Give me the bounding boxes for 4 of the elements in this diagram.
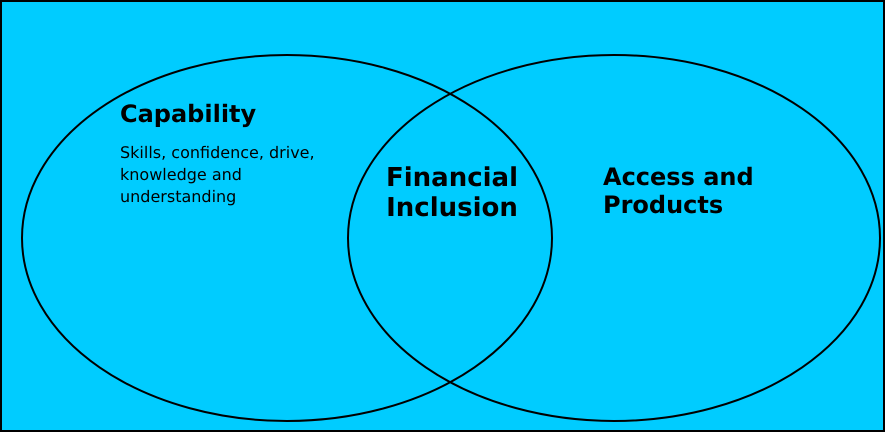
- heading: Access and Products: [603, 163, 755, 219]
- heading: Capability: [120, 100, 258, 128]
- overlap-label: Financial Inclusion: [384, 163, 520, 223]
- description: Skills, confidence, drive, knowledge and understanding: [120, 142, 316, 208]
